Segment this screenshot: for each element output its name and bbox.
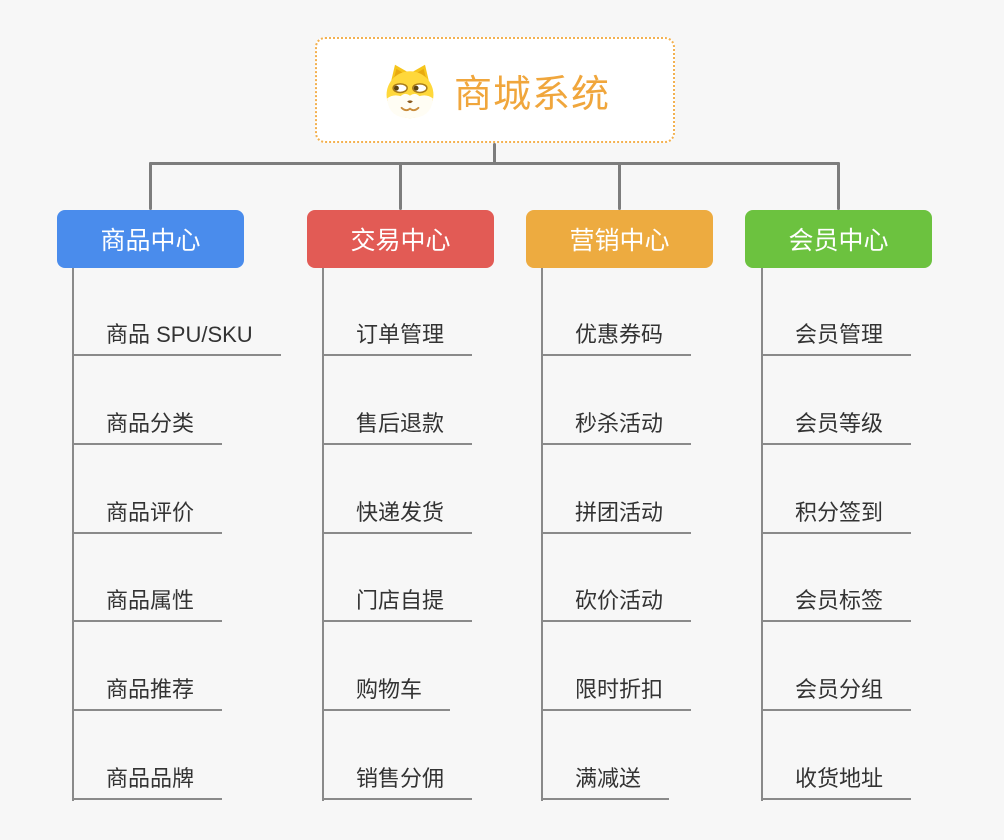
connector-drop-1 <box>149 162 152 210</box>
leaf-node[interactable]: 拼团活动 <box>541 496 692 534</box>
leaf-node[interactable]: 会员等级 <box>761 407 912 445</box>
leaf-node[interactable]: 优惠券码 <box>541 318 692 356</box>
leaf-node[interactable]: 商品推荐 <box>72 673 223 711</box>
leaf-node[interactable]: 商品属性 <box>72 584 223 622</box>
connector-drop-4 <box>837 162 840 210</box>
leaf-node[interactable]: 秒杀活动 <box>541 407 692 445</box>
root-node[interactable]: 商城系统 <box>315 37 675 143</box>
branch-node-marketing[interactable]: 营销中心 <box>526 210 713 268</box>
leaf-node[interactable]: 订单管理 <box>322 318 473 356</box>
leaf-node[interactable]: 商品 SPU/SKU <box>72 318 281 356</box>
leaf-node[interactable]: 砍价活动 <box>541 584 692 622</box>
connector-root-drop <box>493 143 496 164</box>
leaf-node[interactable]: 收货地址 <box>761 762 912 800</box>
leaf-node[interactable]: 会员管理 <box>761 318 912 356</box>
branch-node-members[interactable]: 会员中心 <box>745 210 932 268</box>
leaf-node[interactable]: 会员分组 <box>761 673 912 711</box>
leaf-node[interactable]: 购物车 <box>322 673 451 711</box>
trunk-line-marketing <box>541 268 543 801</box>
connector-bus <box>149 162 840 165</box>
dog-face-icon <box>380 60 440 120</box>
leaf-node[interactable]: 积分签到 <box>761 496 912 534</box>
leaf-node[interactable]: 快递发货 <box>322 496 473 534</box>
connector-drop-2 <box>399 162 402 210</box>
trunk-line-members <box>761 268 763 801</box>
leaf-node[interactable]: 满减送 <box>541 762 670 800</box>
leaf-node[interactable]: 售后退款 <box>322 407 473 445</box>
leaf-node[interactable]: 商品品牌 <box>72 762 223 800</box>
trunk-line-trade <box>322 268 324 801</box>
leaf-node[interactable]: 限时折扣 <box>541 673 692 711</box>
leaf-node[interactable]: 会员标签 <box>761 584 912 622</box>
connector-drop-3 <box>618 162 621 210</box>
branch-node-trade[interactable]: 交易中心 <box>307 210 494 268</box>
root-title: 商城系统 <box>453 73 610 116</box>
leaf-node[interactable]: 销售分佣 <box>322 762 473 800</box>
leaf-node[interactable]: 商品分类 <box>72 407 223 445</box>
branch-node-products[interactable]: 商品中心 <box>57 210 244 268</box>
leaf-node[interactable]: 门店自提 <box>322 584 473 622</box>
trunk-line-products <box>72 268 74 801</box>
leaf-node[interactable]: 商品评价 <box>72 496 223 534</box>
